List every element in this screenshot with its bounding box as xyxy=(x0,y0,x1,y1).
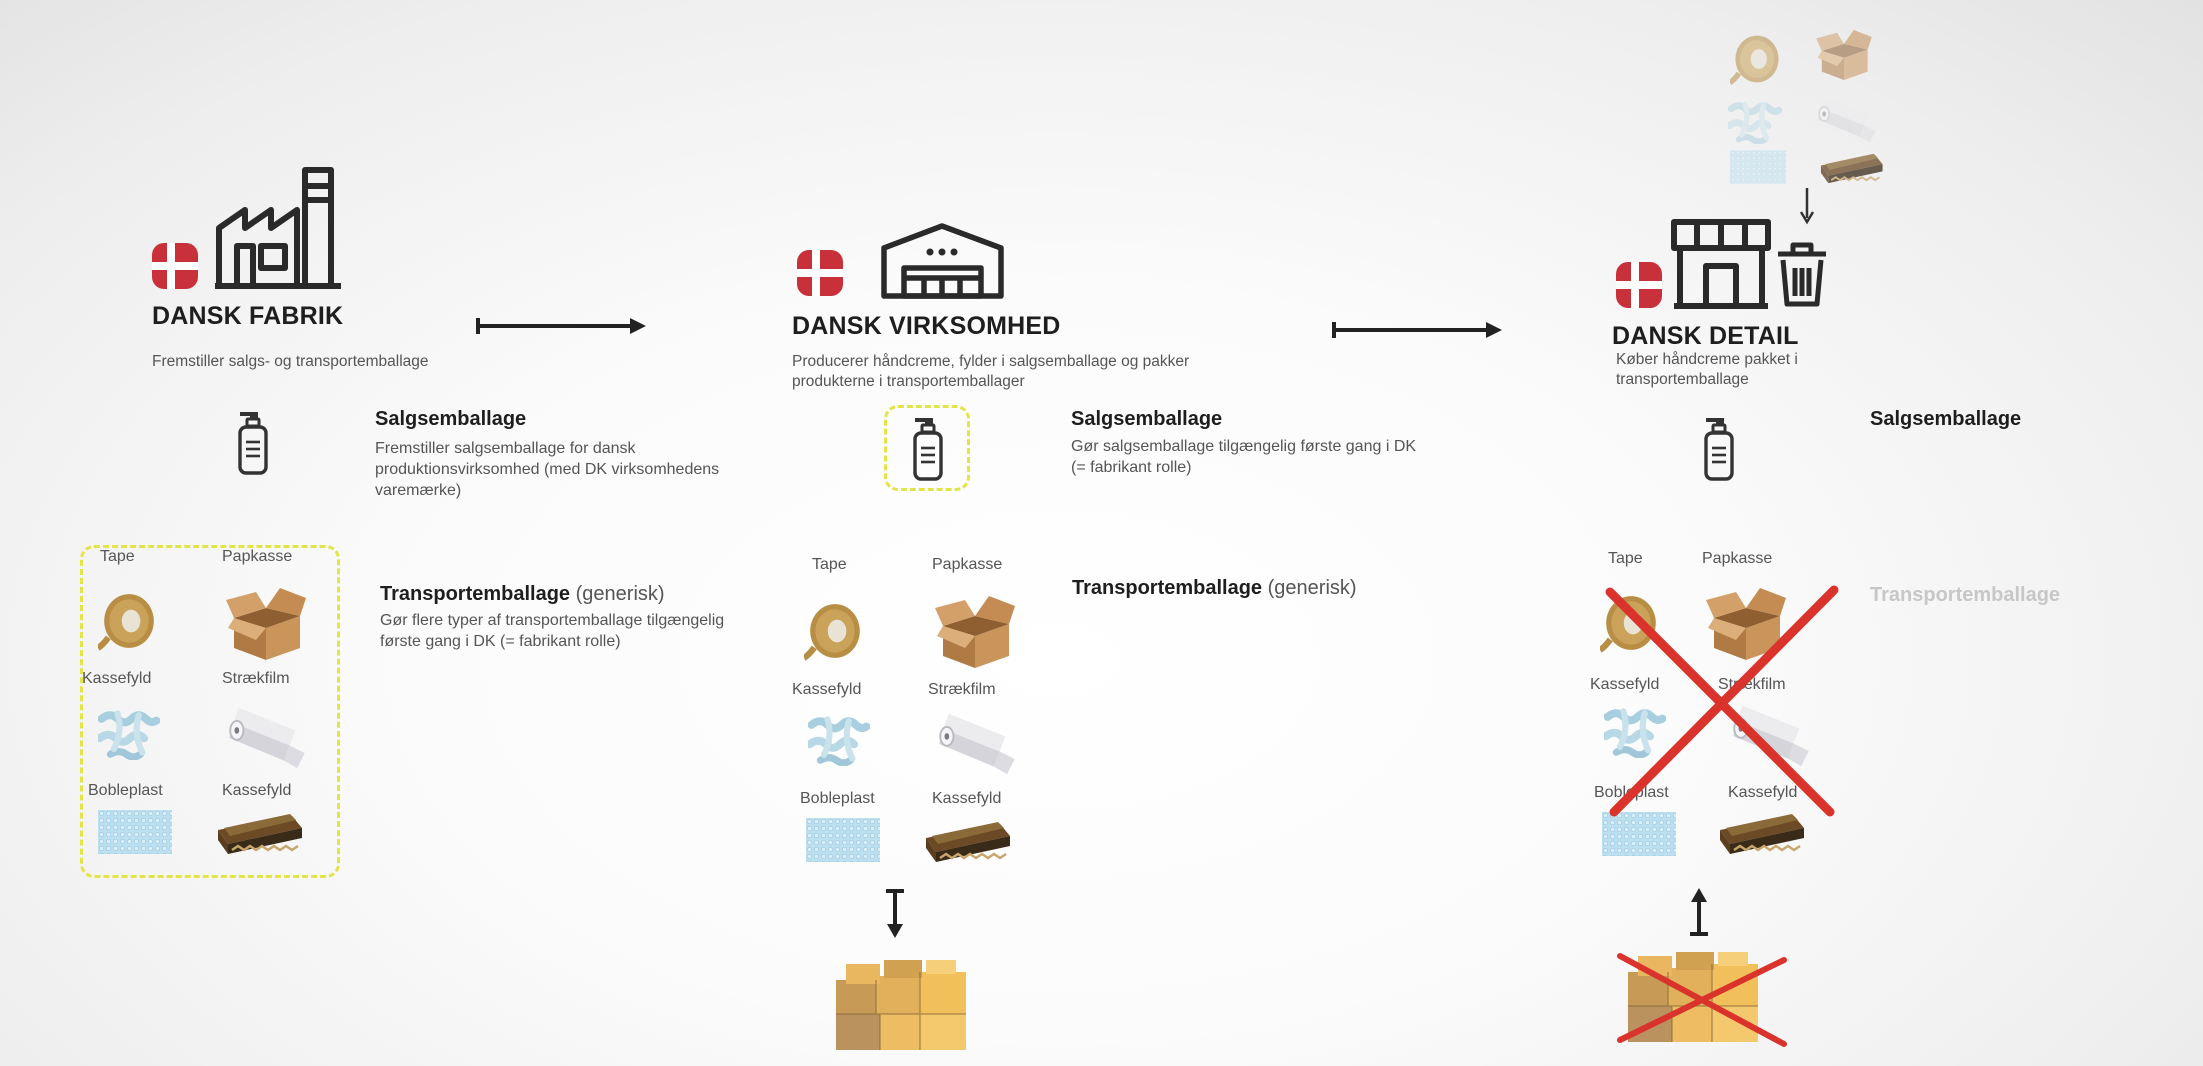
stretch-film-icon xyxy=(1818,94,1876,144)
arrow-up-icon xyxy=(1690,888,1708,936)
corrugated-cardboard-icon xyxy=(922,818,1012,862)
warehouse-icon xyxy=(881,223,1004,299)
stretch-film-icon xyxy=(938,710,1016,776)
item-label: Kassefyld xyxy=(1590,676,1660,693)
transport-heading: Transportemballage (generisk) xyxy=(1072,577,1357,599)
item-label: Papkasse xyxy=(222,548,293,565)
column-description: Køber håndcreme pakket i transportemball… xyxy=(1616,351,1798,388)
arrow-right-icon xyxy=(476,318,646,334)
item-label: Kassefyld xyxy=(792,681,862,698)
item-label: Strækfilm xyxy=(928,681,996,698)
denmark-flag-icon xyxy=(1616,262,1662,308)
red-cross-icon xyxy=(1605,585,1839,817)
item-label: Kassefyld xyxy=(82,670,152,687)
item-label: Bobleplast xyxy=(88,782,163,799)
packing-peanuts-icon xyxy=(808,712,870,766)
column-title: DANSK FABRIK xyxy=(152,302,344,330)
bubble-wrap-icon xyxy=(98,810,172,854)
sales-heading: Salgsemballage xyxy=(1870,408,2022,430)
item-label: Bobleplast xyxy=(800,790,875,807)
sales-description: Gør salgsemballage tilgængelig første ga… xyxy=(1071,438,1417,476)
arrow-right-icon xyxy=(1332,322,1502,338)
sales-description: Fremstiller salgsemballage for dansk pro… xyxy=(375,440,720,499)
pump-bottle-icon xyxy=(911,416,945,482)
cardboard-box-icon xyxy=(226,588,306,660)
item-label: Papkasse xyxy=(932,556,1003,573)
item-label: Papkasse xyxy=(1702,550,1773,567)
column-title: DANSK DETAIL xyxy=(1612,322,1799,350)
cardboard-box-icon xyxy=(935,596,1015,668)
transport-description: Gør flere typer af transportemballage ti… xyxy=(380,612,725,650)
highlight-frame xyxy=(884,405,970,491)
packing-peanuts-icon xyxy=(98,706,160,760)
column-description: Fremstiller salgs- og transportemballage xyxy=(152,353,429,370)
sales-heading: Salgsemballage xyxy=(1071,408,1223,430)
denmark-flag-icon xyxy=(797,250,843,296)
stacked-boxes-icon xyxy=(836,960,966,1050)
column-description: Producerer håndcreme, fylder i salgsemba… xyxy=(792,353,1190,390)
transport-heading: Transportemballage xyxy=(1870,584,2061,606)
column-title: DANSK VIRKSOMHED xyxy=(792,312,1061,340)
stretch-film-icon xyxy=(228,704,306,770)
pump-bottle-icon xyxy=(1702,416,1736,482)
arrow-down-icon xyxy=(1799,188,1815,225)
store-icon xyxy=(1671,219,1771,309)
tape-roll-icon xyxy=(98,590,160,652)
item-label: Strækfilm xyxy=(222,670,290,687)
item-label: Kassefyld xyxy=(222,782,292,799)
item-label: Tape xyxy=(812,556,847,573)
item-label: Tape xyxy=(100,548,135,565)
trash-bin-icon xyxy=(1778,242,1826,307)
transport-heading: Transportemballage (generisk) xyxy=(380,583,665,605)
tape-roll-icon xyxy=(1730,32,1784,86)
denmark-flag-icon xyxy=(152,243,198,289)
bubble-wrap-icon xyxy=(806,818,880,862)
bubble-wrap-icon xyxy=(1730,150,1786,184)
corrugated-cardboard-icon xyxy=(1818,150,1884,184)
packing-peanuts-icon xyxy=(1728,98,1782,144)
item-label: Kassefyld xyxy=(932,790,1002,807)
item-label: Kassefyld xyxy=(1728,784,1798,801)
bubble-wrap-icon xyxy=(1602,812,1676,856)
red-cross-icon xyxy=(1617,953,1787,1047)
sales-heading: Salgsemballage xyxy=(375,408,527,430)
factory-icon xyxy=(215,167,341,289)
arrow-down-icon xyxy=(886,889,904,938)
tape-roll-icon xyxy=(804,600,866,662)
highlight-frame xyxy=(80,545,340,878)
cardboard-box-icon xyxy=(1816,30,1872,80)
item-label: Tape xyxy=(1608,550,1643,567)
corrugated-cardboard-icon xyxy=(214,810,304,854)
pump-bottle-icon xyxy=(236,410,270,476)
